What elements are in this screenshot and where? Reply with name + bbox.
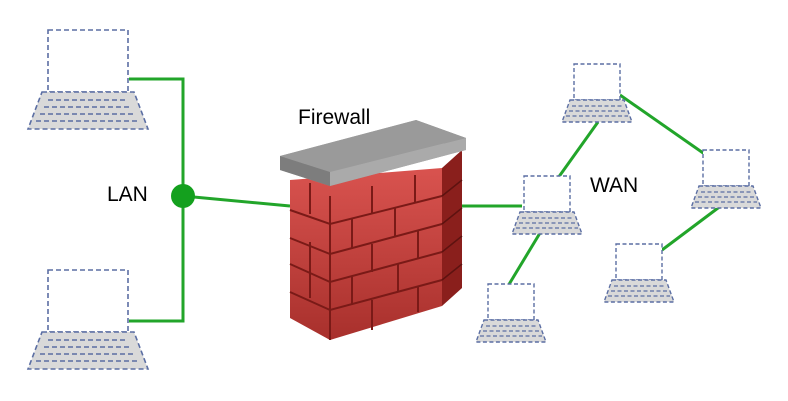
link-hub-firewall xyxy=(182,194,291,208)
link-wan-b-c xyxy=(619,93,707,157)
firewall-label: Firewall xyxy=(298,106,371,129)
wan-laptop-lower-right xyxy=(603,243,675,303)
wan-laptop-center xyxy=(511,175,583,235)
wan-laptop-top xyxy=(561,63,633,123)
link-wan-a-d xyxy=(506,232,542,287)
brick-wall-icon xyxy=(280,120,466,340)
wan-links xyxy=(462,93,723,287)
link-laptop2-hub xyxy=(129,196,185,323)
laptop-icon xyxy=(603,243,675,303)
wan-laptop-right xyxy=(690,149,762,209)
lan-label: LAN xyxy=(107,183,148,206)
laptop-icon xyxy=(690,149,762,209)
laptop-icon xyxy=(511,175,583,235)
laptop-icon xyxy=(561,63,633,123)
laptop-icon xyxy=(475,283,547,343)
link-wan-a-b xyxy=(556,121,600,179)
lan-links xyxy=(129,77,291,323)
wan-label: WAN xyxy=(590,174,639,197)
link-wan-c-e xyxy=(661,203,723,252)
wan-laptop-bottom xyxy=(475,283,547,343)
network-hub-icon xyxy=(171,184,195,208)
link-laptop1-hub xyxy=(129,77,185,196)
